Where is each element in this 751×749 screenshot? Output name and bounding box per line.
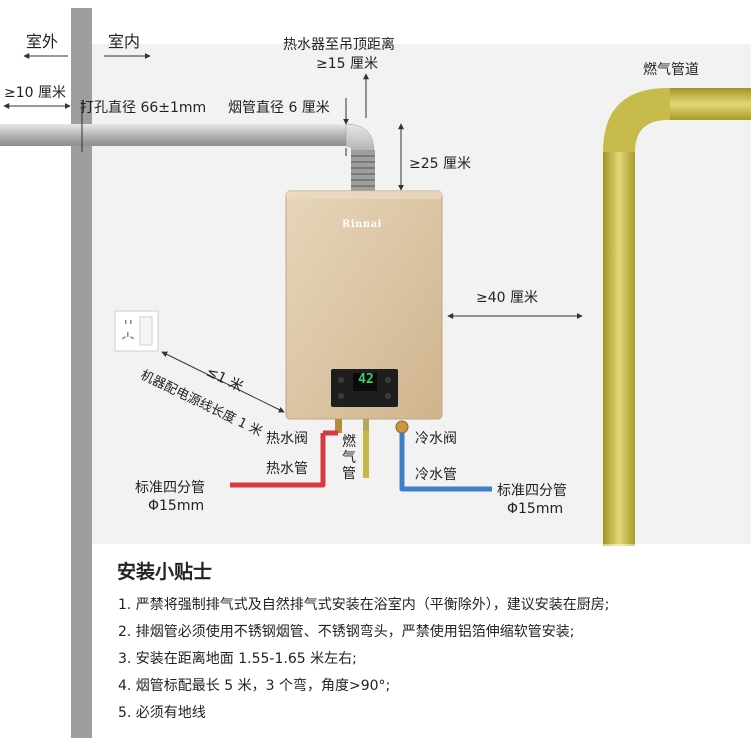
tip-item: 1. 严禁将强制排气式及自然排气式安装在浴室内（平衡除外），建议安装在厨房; [118, 597, 610, 613]
wall-protrusion-label: ≥10 厘米 [4, 85, 66, 101]
power-switch-icon [139, 316, 153, 346]
water-heater-top-edge [286, 191, 442, 199]
hot-water-valve-icon [335, 419, 342, 433]
cold-water-pipe-label: 冷水管 [415, 467, 457, 483]
hot-water-pipe [230, 433, 326, 488]
display-screen [353, 373, 377, 391]
cold-water-valve-label: 冷水阀 [415, 431, 457, 447]
outdoor-label: 室外 [26, 32, 59, 51]
gas-pipeline-elbow [603, 88, 672, 152]
cold-water-valve-icon [395, 420, 409, 434]
panel-button-icon [385, 393, 391, 399]
hot-water-pipe-label: 热水管 [266, 461, 308, 477]
tips-title: 安装小贴士 [117, 561, 213, 583]
side-clearance-label: ≥40 厘米 [476, 290, 538, 306]
cold-water-pipe [399, 433, 492, 492]
standard-pipe-right-size: Φ15mm [507, 501, 564, 517]
temperature-display: 42 [358, 372, 374, 387]
horizontal-flue-pipe [0, 124, 348, 146]
gas-pipeline-label: 燃气管道 [643, 62, 699, 78]
outlet-holes-icon [121, 320, 135, 340]
hole-diameter-label: 打孔直径 66±1mm [80, 100, 207, 116]
tip-item: 4. 烟管标配最长 5 米，3 个弯，角度>90°; [118, 678, 391, 694]
tip-item: 2. 排烟管必须使用不锈钢烟管、不锈钢弯头，严禁使用铝箔伸缩软管安装; [118, 624, 575, 640]
indoor-label: 室内 [108, 32, 141, 51]
gas-pipeline-horizontal [670, 88, 751, 120]
ceiling-distance-label: 热水器至吊顶距离 [283, 37, 395, 53]
hot-water-valve-label: 热水阀 [266, 431, 308, 447]
ceiling-distance-value: ≥15 厘米 [316, 56, 378, 72]
panel-button-icon [338, 393, 344, 399]
flue-connector-ribs [351, 155, 375, 187]
tip-item: 5. 必须有地线 [118, 705, 206, 721]
brand-logo: Rinnai [342, 219, 382, 230]
gas-pipeline-vertical [603, 150, 635, 546]
gas-valve-icon [363, 419, 369, 431]
outlet-distance-dimension [161, 351, 285, 413]
flue-connector [351, 150, 375, 192]
standard-pipe-left-size: Φ15mm [148, 498, 205, 514]
wall [71, 8, 92, 738]
tips-list: 1. 严禁将强制排气式及自然排气式安装在浴室内（平衡除外），建议安装在厨房; 2… [118, 592, 610, 727]
panel-button-icon [338, 377, 344, 383]
standard-pipe-left-label: 标准四分管 [135, 480, 205, 496]
flue-diameter-label: 烟管直径 6 厘米 [228, 100, 330, 116]
panel-button-icon [385, 377, 391, 383]
tip-item: 3. 安装在距离地面 1.55-1.65 米左右; [118, 651, 357, 667]
gas-label: 燃气管 [342, 434, 356, 482]
flue-vertical-label: ≥25 厘米 [409, 156, 471, 172]
standard-pipe-right-label: 标准四分管 [497, 483, 567, 499]
